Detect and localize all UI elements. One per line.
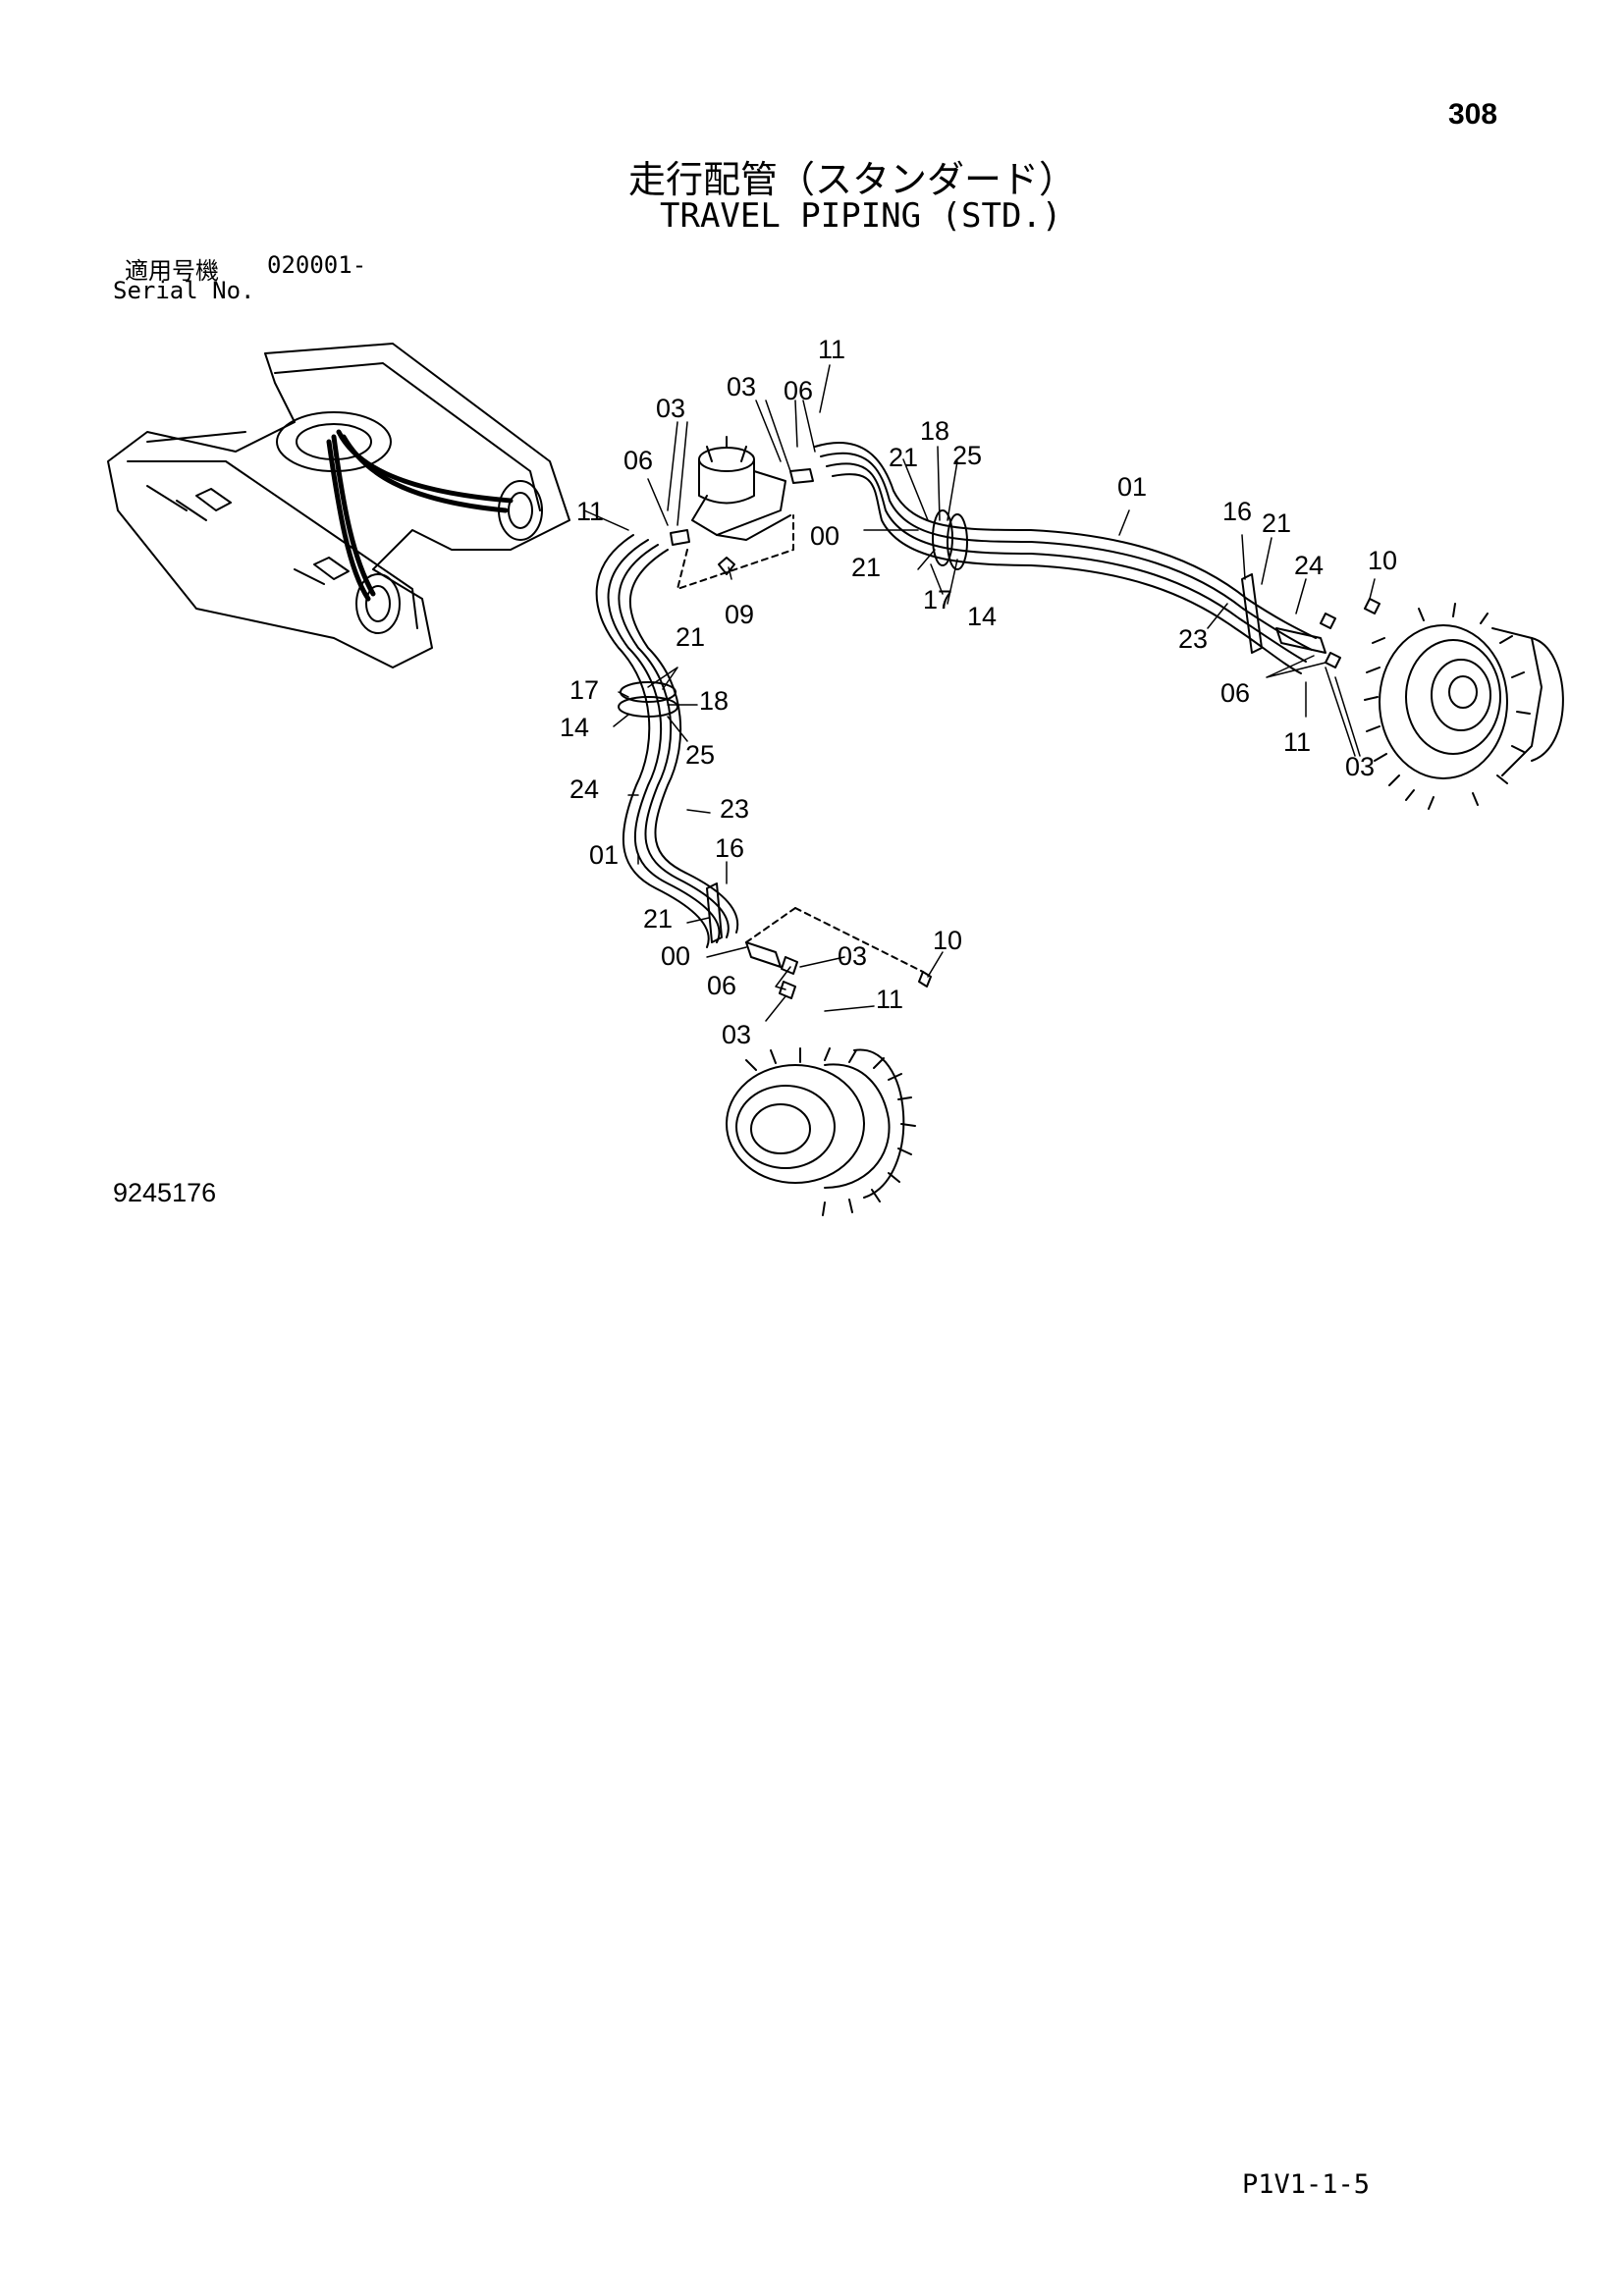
callout-01: 01: [1117, 472, 1147, 502]
hose-clamps: [618, 509, 1326, 968]
callout-11: 11: [1283, 727, 1311, 757]
callout-21: 21: [676, 622, 705, 652]
callout-labels: 11 03 03 06 06 11 18 21 25 00 21 17 14 0…: [560, 335, 1397, 1049]
callout-03: 03: [727, 372, 756, 401]
callout-01: 01: [589, 840, 619, 870]
callout-03: 03: [722, 1020, 751, 1049]
callout-24: 24: [569, 774, 599, 804]
serial-value: 020001-: [267, 251, 367, 279]
hose-runs: [595, 442, 1317, 948]
serial-label-japanese: 適用号機: [125, 257, 219, 285]
callout-10: 10: [933, 926, 962, 955]
travel-motor-right: [1320, 598, 1564, 810]
callout-06: 06: [784, 376, 813, 405]
callout-03: 03: [656, 394, 685, 423]
callout-11: 11: [576, 497, 604, 526]
callout-14: 14: [967, 602, 997, 631]
callout-06: 06: [707, 971, 736, 1000]
callout-24: 24: [1294, 551, 1324, 580]
fitting-09: [718, 557, 735, 575]
callout-14: 14: [560, 713, 589, 742]
callout-10: 10: [1368, 546, 1397, 575]
page-title-english: TRAVEL PIPING (STD.): [660, 196, 1062, 236]
callout-16: 16: [715, 833, 744, 863]
callout-06: 06: [1220, 678, 1250, 708]
callout-11: 11: [818, 335, 845, 364]
callout-25: 25: [685, 740, 715, 770]
callout-21: 21: [1262, 508, 1291, 538]
callout-17: 17: [569, 675, 599, 705]
callout-23: 23: [720, 794, 749, 824]
callout-06: 06: [623, 446, 653, 475]
callout-18: 18: [920, 416, 949, 446]
undercarriage-overview: [107, 343, 570, 668]
callout-00: 00: [661, 941, 690, 971]
leader-lines: [583, 364, 1376, 1022]
callout-21: 21: [643, 904, 673, 934]
callout-03: 03: [838, 941, 867, 971]
page-title-japanese: 走行配管（スタンダード）: [628, 158, 1077, 201]
callout-03: 03: [1345, 752, 1375, 781]
page-reference: P1V1-1-5: [1242, 2169, 1371, 2200]
callout-17: 17: [923, 585, 952, 614]
callout-23: 23: [1178, 624, 1208, 654]
drawing-number: 9245176: [113, 1178, 217, 1207]
callout-25: 25: [952, 441, 982, 470]
center-joint: [670, 436, 814, 590]
callout-00: 00: [810, 521, 839, 551]
callout-18: 18: [699, 686, 729, 716]
serial-label-english: Serial No.: [113, 277, 255, 304]
callout-09: 09: [725, 600, 754, 629]
callout-16: 16: [1222, 497, 1252, 526]
callout-21: 21: [851, 553, 881, 582]
callout-11: 11: [876, 985, 903, 1014]
travel-motor-lower: [726, 907, 932, 1216]
page-number: 308: [1448, 98, 1498, 131]
callout-21: 21: [889, 443, 918, 472]
